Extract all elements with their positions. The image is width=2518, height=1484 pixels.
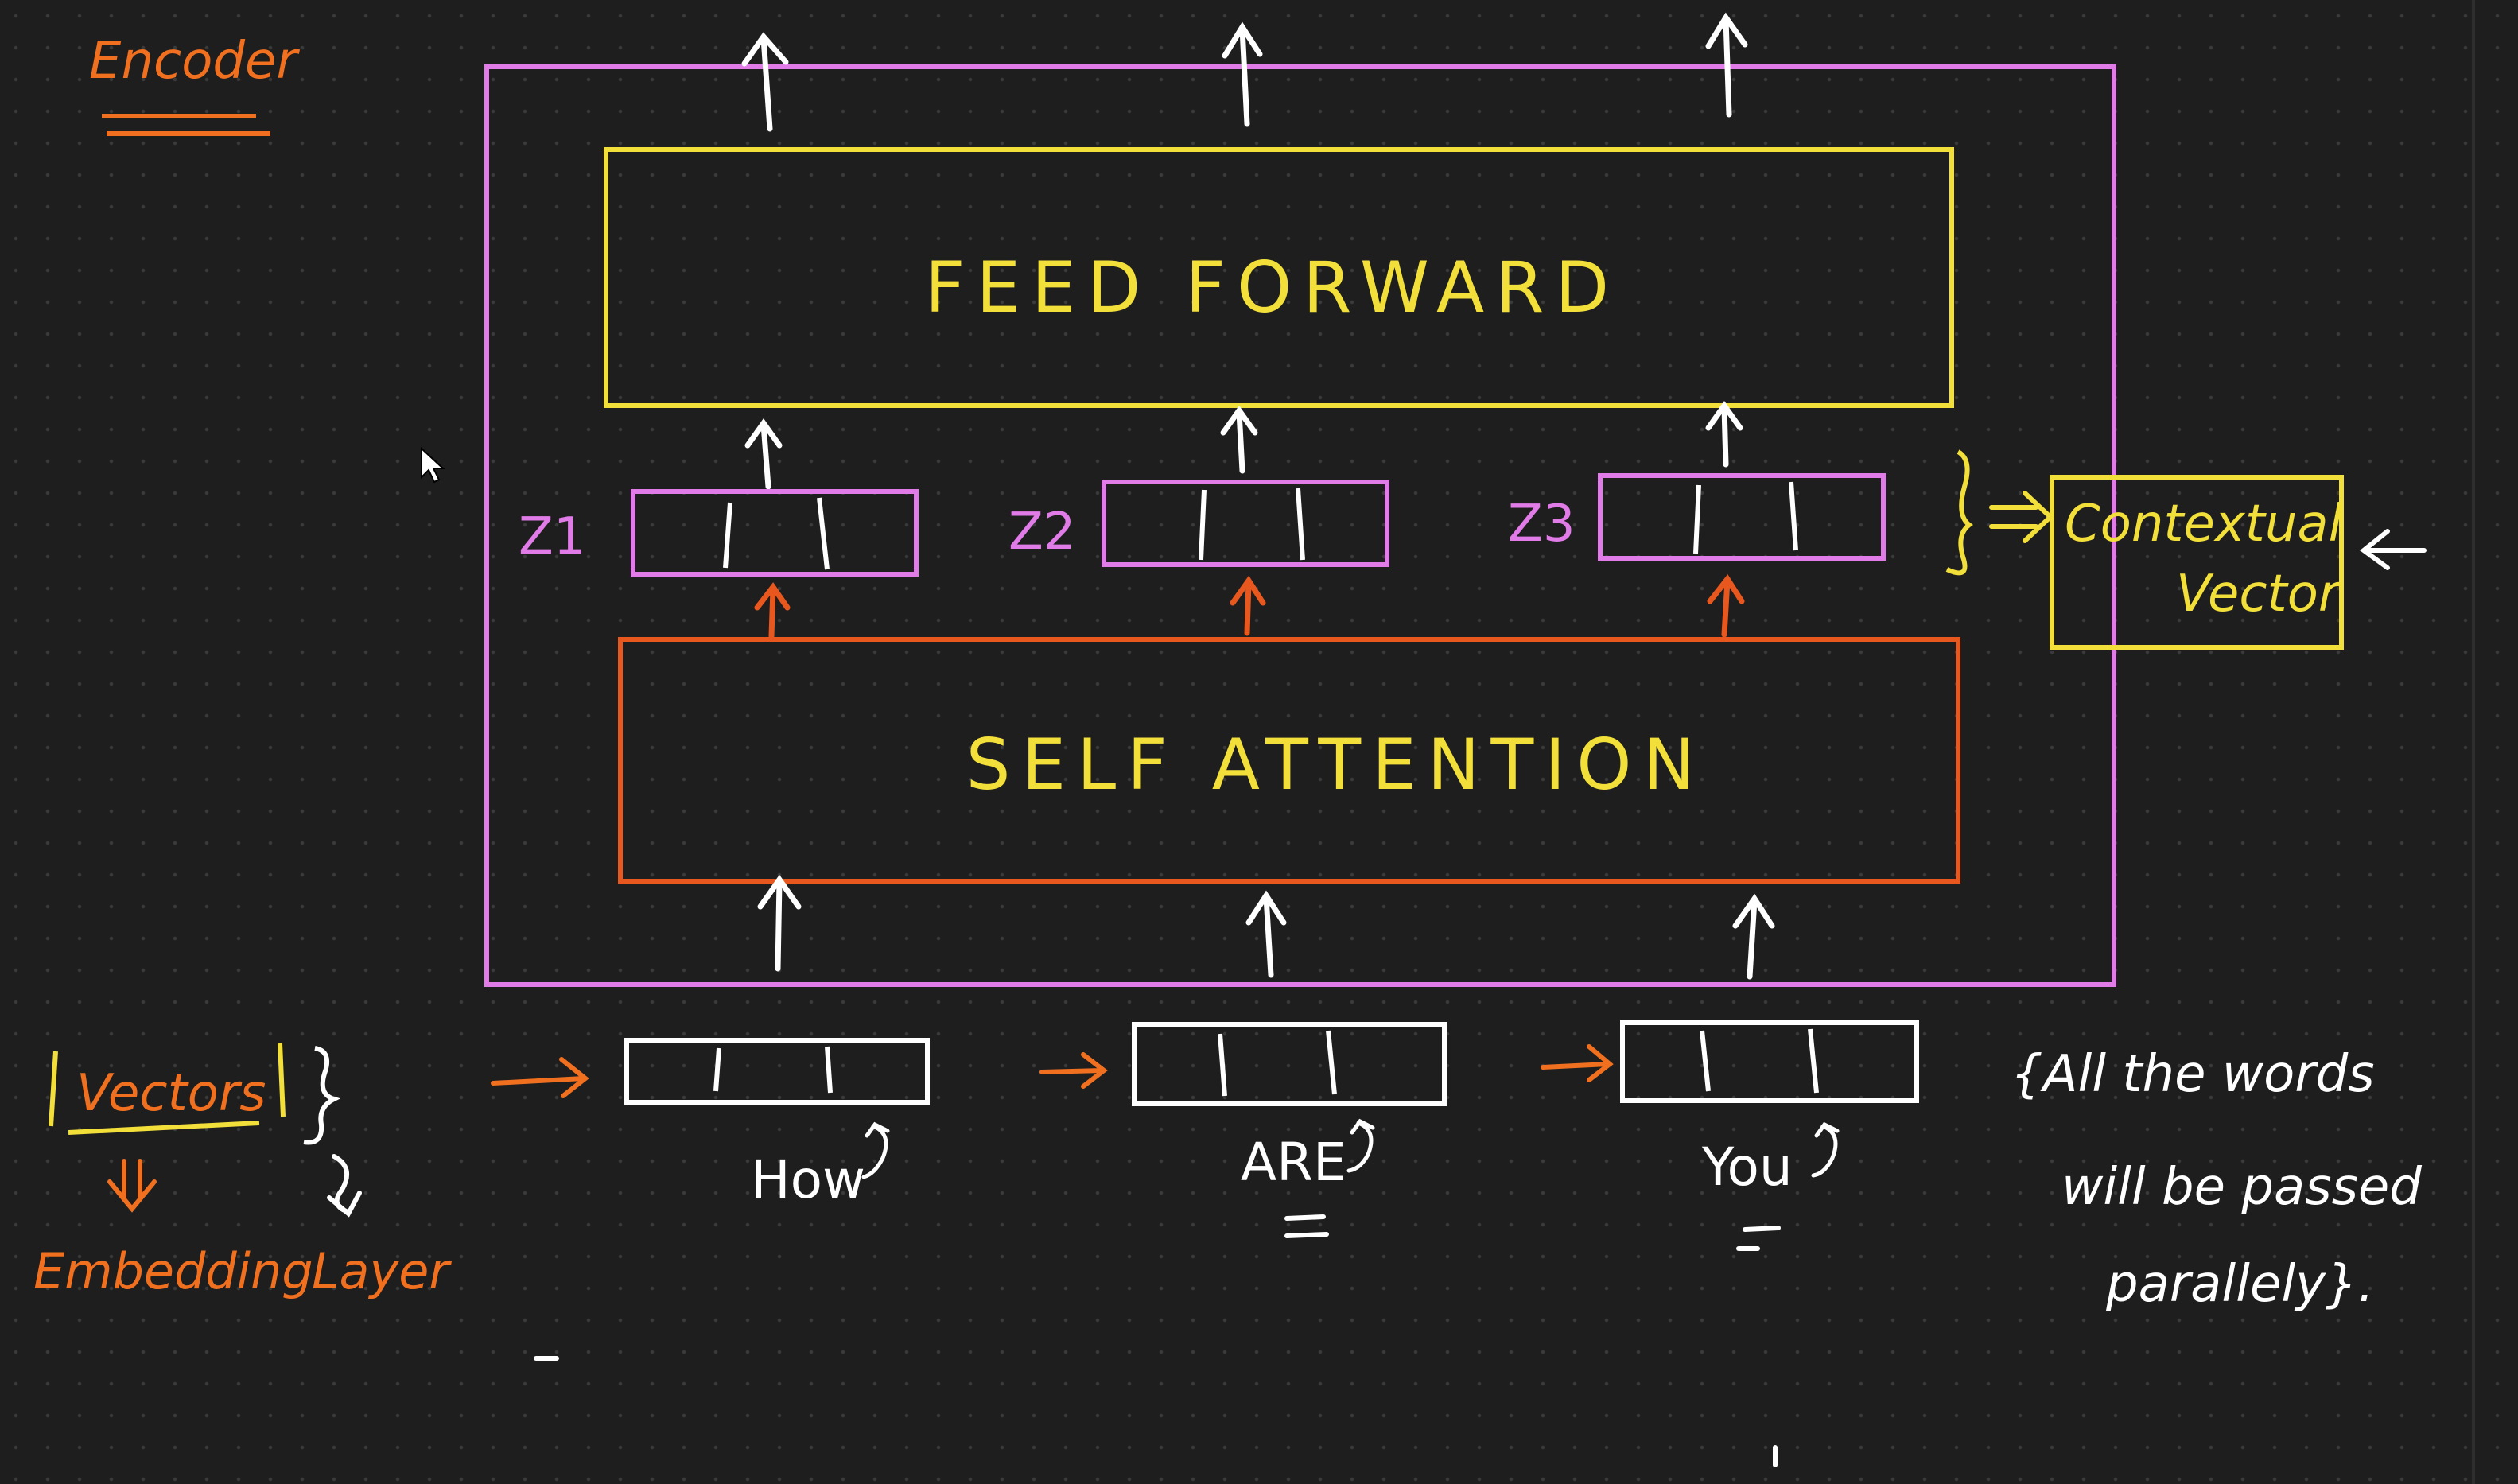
curly-arrow-down-icon [327,1154,362,1218]
arrow-up-icon [754,582,791,639]
input-arrows [757,874,1775,980]
z1-vector [631,489,919,577]
vectors-bar-right [278,1043,286,1117]
encoder-title: Encoder [89,32,300,91]
mouse-pointer-icon [421,446,445,484]
word-vector-you [1620,1020,1919,1103]
word-vector-are [1132,1022,1447,1106]
z3-label: Z3 [1508,495,1576,554]
curl-arrow-icon [1811,1121,1840,1178]
arrow-right-icon [491,1057,589,1098]
encoder-block [484,64,2116,987]
z1-label: Z1 [519,507,586,566]
parallel-note-line2: will be passed [2061,1158,2422,1217]
z2-label: Z2 [1008,503,1076,561]
self-attention-label: SELF ATTENTION [966,724,1707,806]
arrow-up-icon [741,32,789,132]
curl-arrow-icon [861,1121,890,1179]
contextual-vector-label-line2: Vector [2176,565,2342,624]
self-attention-layer [618,637,1960,884]
curl-arrow-icon [1346,1118,1375,1173]
arrow-up-icon [1245,890,1287,978]
arrow-up-icon [1707,573,1745,638]
arrow-up-icon [1732,893,1775,980]
vectors-label: Vectors [76,1064,266,1123]
arrow-right-icon [1039,1052,1108,1089]
arrow-up-icon [1230,575,1266,636]
arrow-right-icon [1541,1044,1614,1082]
vectors-underline [68,1121,260,1135]
contextual-vector-box [2050,475,2344,650]
layer-label: Layer [312,1242,452,1300]
vectors-bar-left [49,1051,58,1127]
z-to-ff-arrows [744,400,1743,490]
z2-vector [1102,480,1389,567]
brace-icon [1945,449,1973,576]
output-arrows [741,12,1748,132]
arrow-up-icon [1705,400,1743,468]
word-label-are: ARE [1241,1132,1346,1193]
arrow-up-icon [1705,12,1748,118]
arrow-up-icon [1222,21,1263,127]
word-vector-how [624,1038,930,1105]
emphasis-marks [534,1214,1781,1467]
double-arrow-down-icon [107,1159,157,1213]
arrow-up-icon [1220,405,1258,474]
word-label-how: How [751,1149,865,1210]
arrow-up-icon [757,874,802,972]
word-label-you: You [1701,1136,1793,1198]
word-input-arrows [491,1044,1614,1098]
contextual-vector-label-line1: Contextual [2065,495,2343,554]
embedding-label: Embedding [33,1242,313,1300]
z3-vector [1598,473,1886,561]
feed-forward-layer [604,147,1954,408]
arrow-left-icon [2360,529,2427,570]
arrow-up-icon [744,418,783,490]
parallel-note-line3: parallely}. [2105,1255,2374,1314]
feed-forward-label: FEED FORWARD [925,247,1620,328]
word-hooks [861,1118,1840,1179]
sa-to-z-arrows [754,573,1745,639]
brace-icon [303,1046,341,1145]
implies-arrow-icon [1989,491,2054,543]
parallel-note-line1: {All the words [2011,1045,2375,1104]
